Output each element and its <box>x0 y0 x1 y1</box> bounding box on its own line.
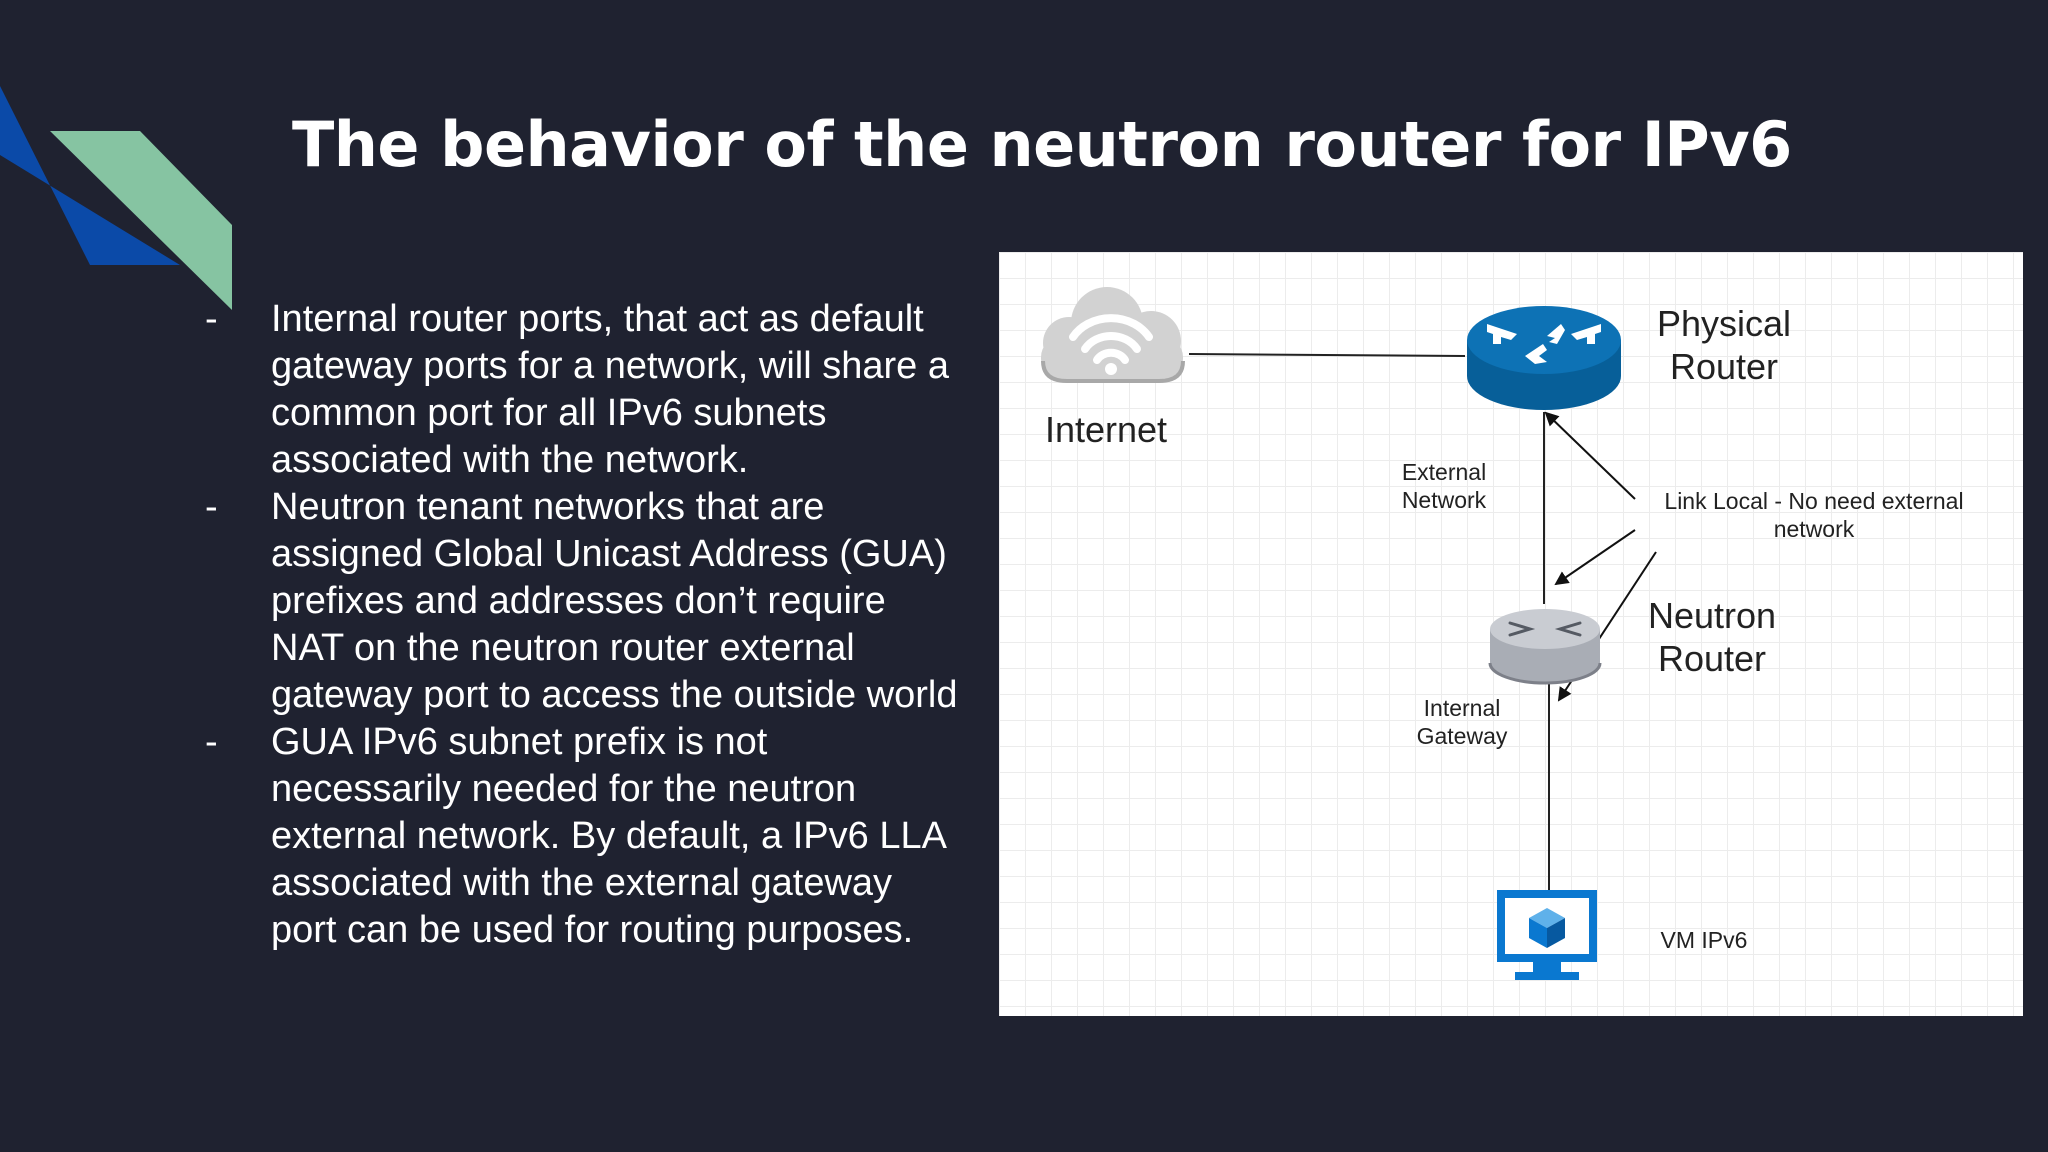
external-network-label-line: External <box>1401 459 1487 485</box>
blue-stripe <box>0 86 180 265</box>
bullet-item: - GUA IPv6 subnet prefix is not necessar… <box>205 719 965 954</box>
external-network-label-line: Network <box>1401 487 1487 513</box>
bullet-item: - Internal router ports, that act as def… <box>205 296 965 484</box>
bullet-marker: - <box>205 721 218 763</box>
link-local-arrow-up <box>1544 411 1636 500</box>
bullet-text: Neutron tenant networks that are assigne… <box>271 486 958 716</box>
vm-monitor-icon <box>1497 890 1597 980</box>
bullet-text: Internal router ports, that act as defau… <box>271 298 949 481</box>
bullet-marker: - <box>205 486 218 528</box>
neutron-router-label: Neutron Router <box>1627 594 1797 680</box>
accent-stripes <box>0 86 232 310</box>
bullet-text: GUA IPv6 subnet prefix is not necessaril… <box>271 721 945 951</box>
physical-router-label: Physical Router <box>1639 302 1809 388</box>
neutron-router-label-line: Router <box>1657 638 1767 679</box>
internal-gateway-label-line: Internal <box>1423 695 1501 721</box>
bullet-list: - Internal router ports, that act as def… <box>205 296 965 954</box>
vm-ipv6-label: VM IPv6 <box>1660 927 1748 953</box>
physical-router-label-line: Router <box>1669 346 1779 387</box>
internet-to-router-link <box>1188 353 1466 357</box>
network-diagram: Internet Physical Router External Networ… <box>999 252 2023 1016</box>
bullet-item: - Neutron tenant networks that are assig… <box>205 484 965 719</box>
physical-router-icon <box>1467 306 1621 410</box>
neutron-router-icon <box>1488 609 1602 685</box>
link-local-label-line: network <box>1773 516 1855 542</box>
physical-router-label-line: Physical <box>1656 303 1792 344</box>
bullet-marker: - <box>205 298 218 340</box>
internal-gateway-label: Internal Gateway <box>1404 694 1520 750</box>
green-stripe <box>50 131 232 310</box>
cloud-wifi-icon <box>1041 287 1185 383</box>
diagram-connectors <box>1188 353 1657 892</box>
link-local-arrow-ext <box>1554 529 1636 586</box>
internal-gateway-label-line: Gateway <box>1416 723 1508 749</box>
link-local-label: Link Local - No need external network <box>1649 487 1979 543</box>
internet-label: Internet <box>1044 409 1168 450</box>
neutron-router-label-line: Neutron <box>1647 595 1777 636</box>
slide-title: The behavior of the neutron router for I… <box>292 108 1792 181</box>
external-network-label: External Network <box>1387 458 1501 514</box>
link-local-label-line: Link Local - No need external <box>1664 488 1964 514</box>
